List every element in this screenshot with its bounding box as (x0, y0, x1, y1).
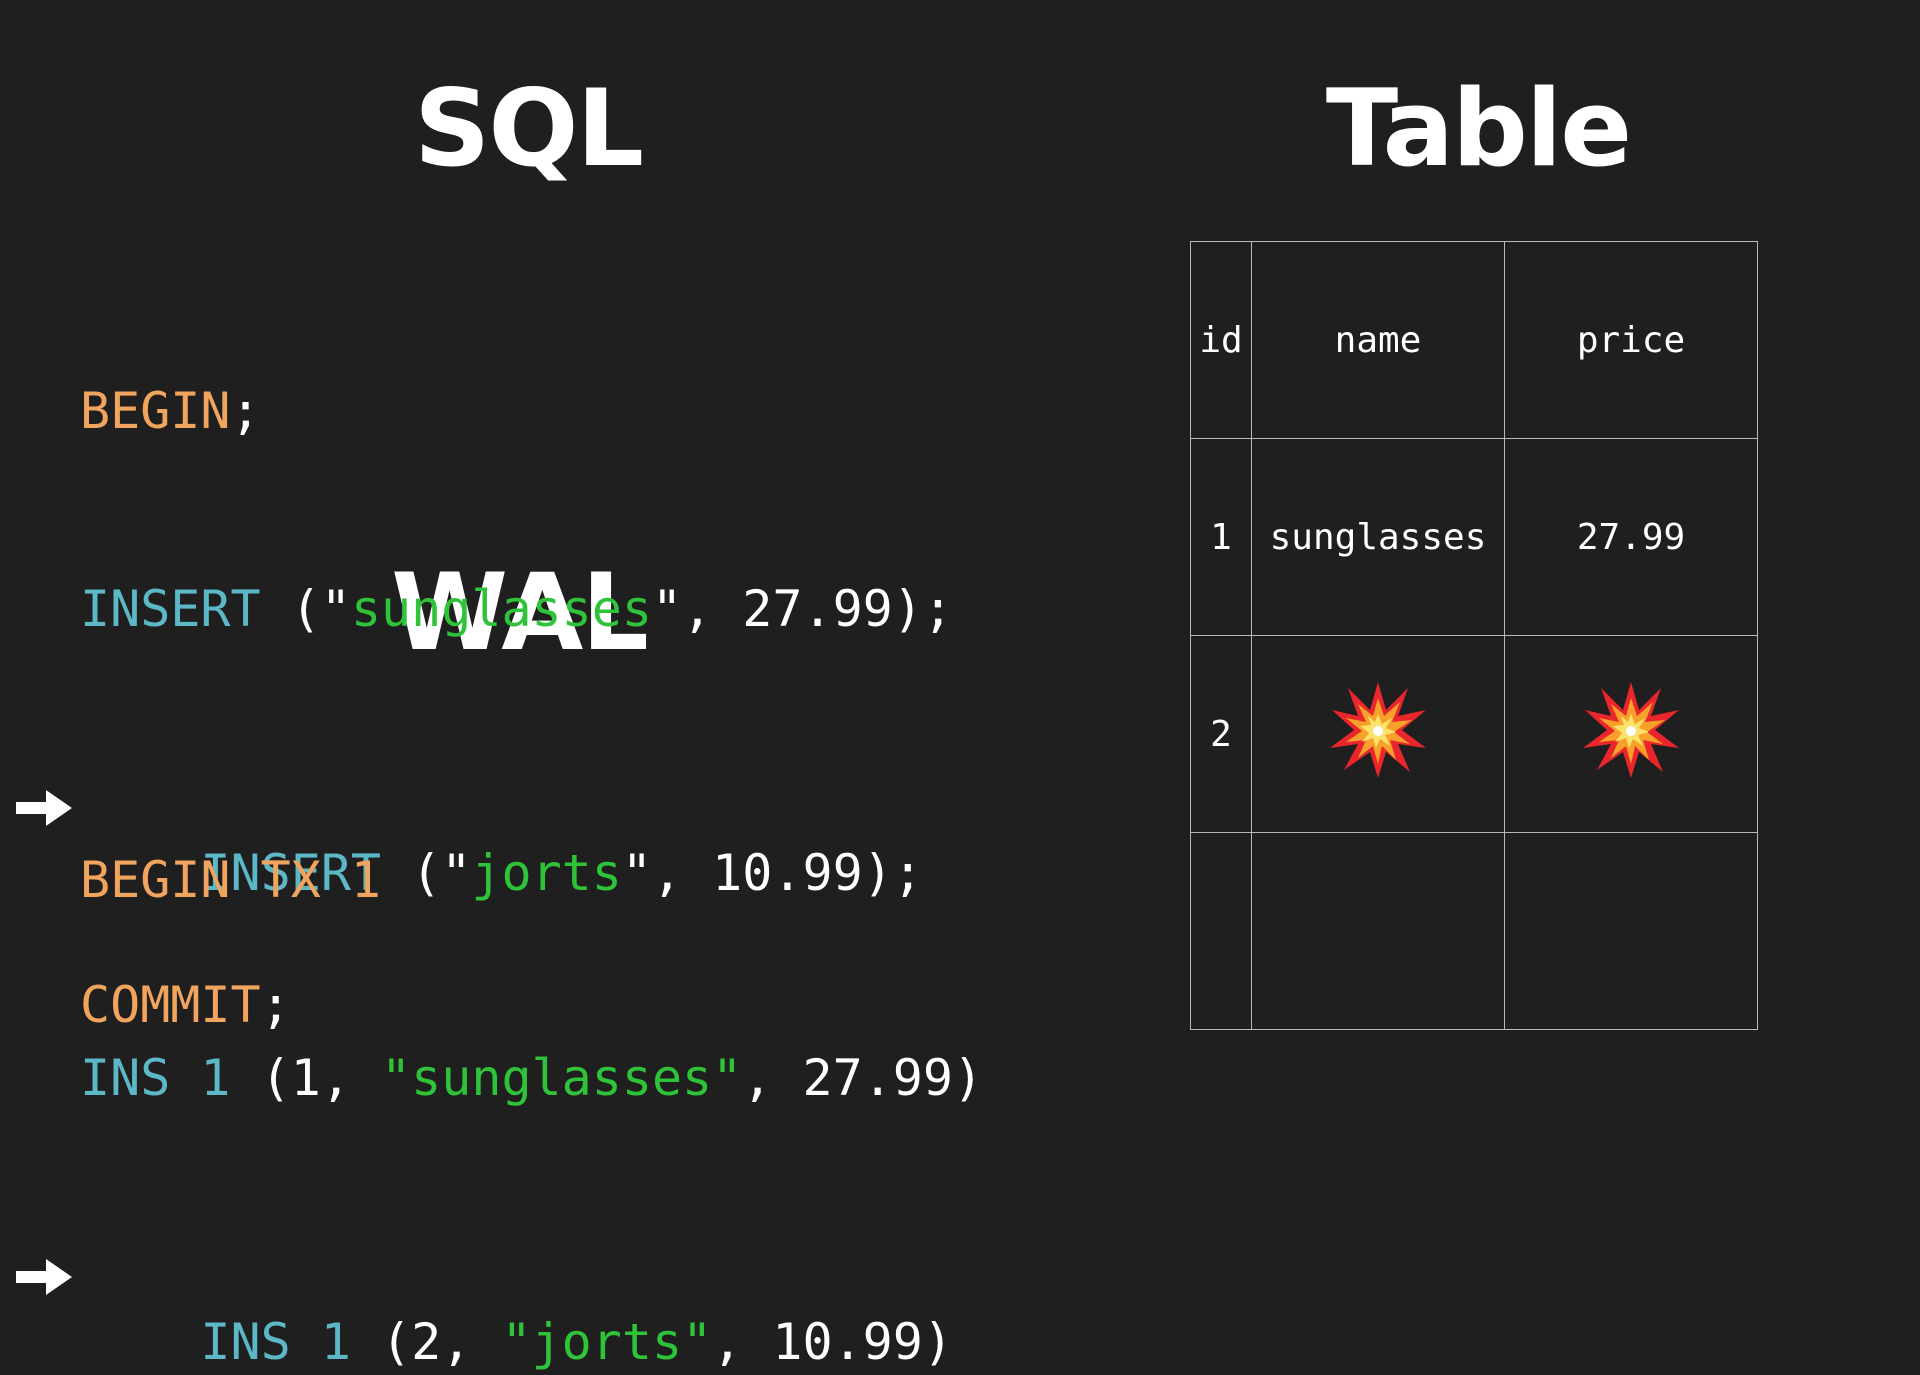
explosion-icon (1330, 681, 1426, 778)
sql-paren: (" (260, 580, 351, 638)
sql-begin-keyword: BEGIN (80, 382, 231, 440)
table-cell-name (1251, 832, 1505, 1030)
table-cell-name: sunglasses (1251, 438, 1505, 636)
table-header-id: id (1190, 241, 1252, 439)
table-heading: Table (1325, 67, 1632, 190)
table-header-price: price (1504, 241, 1758, 439)
wal-line-begin: BEGIN TX 1 (80, 847, 983, 913)
table-row: 1 sunglasses 27.99 (1190, 438, 1758, 636)
sql-string-value: sunglasses (350, 580, 652, 638)
table-cell-name (1251, 635, 1505, 833)
sql-code-block: BEGIN; INSERT ("sunglasses", 27.99); INS… (16, 246, 953, 1104)
wal-line-ins-1: INS 1 (1, "sunglasses", 27.99) (80, 1045, 983, 1111)
table-header-name: name (1251, 241, 1505, 439)
sql-semicolon: ; (230, 382, 261, 440)
sql-line-begin: BEGIN; (80, 378, 953, 444)
sql-line-insert-1: INSERT ("sunglasses", 27.99); (80, 576, 953, 642)
table-cell-price (1504, 635, 1758, 833)
sql-line-insert-2: INSERT ("jorts", 10.99); (16, 774, 953, 902)
wal-string-value: "sunglasses" (381, 1049, 743, 1107)
wal-begin-tx: BEGIN TX 1 (80, 851, 382, 909)
table-row (1190, 832, 1758, 1030)
sql-heading: SQL (414, 67, 644, 190)
table-row: 2 (1190, 635, 1758, 833)
table-cell-id: 2 (1190, 635, 1252, 833)
table-header-row: id name price (1190, 241, 1758, 439)
sql-insert-rest: ", 10.99); (621, 844, 923, 902)
sql-insert-keyword: INSERT (200, 844, 382, 902)
table-cell-price: 27.99 (1504, 438, 1758, 636)
current-line-arrow-icon (16, 790, 72, 826)
sql-line-commit: COMMIT; (80, 972, 953, 1038)
wal-code-block: BEGIN TX 1 INS 1 (1, "sunglasses", 27.99… (16, 715, 983, 1375)
table-cell-id: 1 (1190, 438, 1252, 636)
wal-heading: WAL (391, 551, 649, 674)
wal-row-suffix: , 10.99) (712, 1313, 953, 1371)
sql-insert-rest: ", 27.99); (651, 580, 953, 638)
sql-insert-keyword: INSERT (80, 580, 261, 638)
wal-line-ins-2: INS 1 (2, "jorts", 10.99) (16, 1243, 983, 1371)
data-table: id name price 1 sunglasses 27.99 2 (1190, 241, 1758, 1030)
sql-semicolon: ; (260, 976, 291, 1034)
table-cell-id (1190, 832, 1252, 1030)
table-cell-price (1504, 832, 1758, 1030)
sql-paren: (" (381, 844, 472, 902)
sql-commit-keyword: COMMIT (80, 976, 261, 1034)
wal-string-value: "jorts" (501, 1313, 713, 1371)
explosion-icon (1583, 681, 1679, 778)
wal-ins-keyword: INS 1 (80, 1049, 231, 1107)
wal-ins-keyword: INS 1 (200, 1313, 351, 1371)
current-line-arrow-icon (16, 1259, 72, 1295)
wal-row-suffix: , 27.99) (742, 1049, 984, 1107)
wal-row-prefix: (1, (230, 1049, 382, 1107)
wal-row-prefix: (2, (350, 1313, 502, 1371)
sql-string-value: jorts (471, 844, 622, 902)
